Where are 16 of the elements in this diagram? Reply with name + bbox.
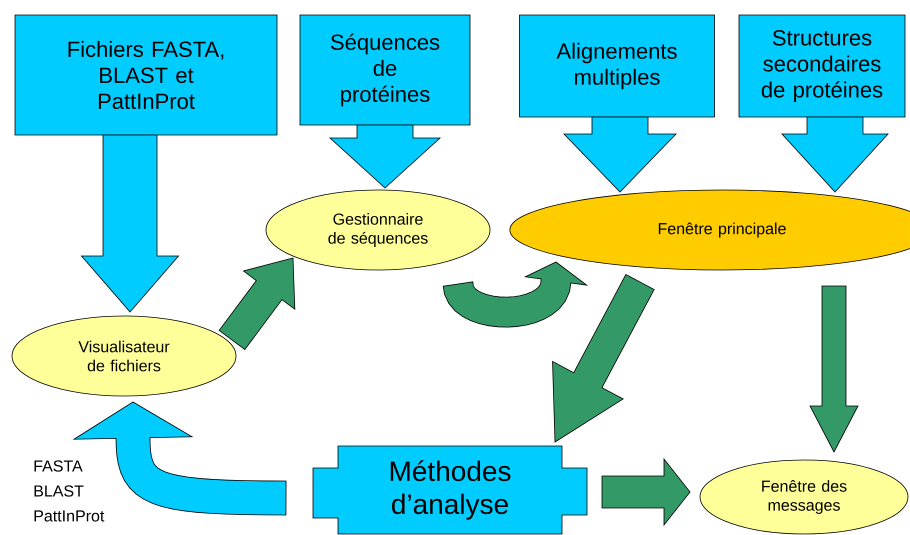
format-label: BLAST [34, 485, 84, 497]
block-arrow [563, 116, 677, 193]
input-box: Séquences de protéines [300, 14, 470, 126]
block-arrow [328, 124, 442, 189]
input-box: Structures secondaires de protéines [738, 14, 906, 118]
process-box: Méthodes d’analyse [312, 446, 588, 534]
input-box: Fichiers FASTA, BLAST et PattInProt [14, 14, 278, 136]
block-arrow [809, 286, 859, 453]
block-arrow [72, 402, 286, 516]
block-arrow [442, 262, 588, 328]
format-label: FASTA [34, 460, 83, 472]
block-arrow [781, 116, 889, 193]
input-box: Alignements multiples [519, 14, 715, 118]
block-arrow [80, 134, 180, 313]
format-label: PattInProt [34, 510, 104, 522]
block-arrow [602, 458, 690, 526]
